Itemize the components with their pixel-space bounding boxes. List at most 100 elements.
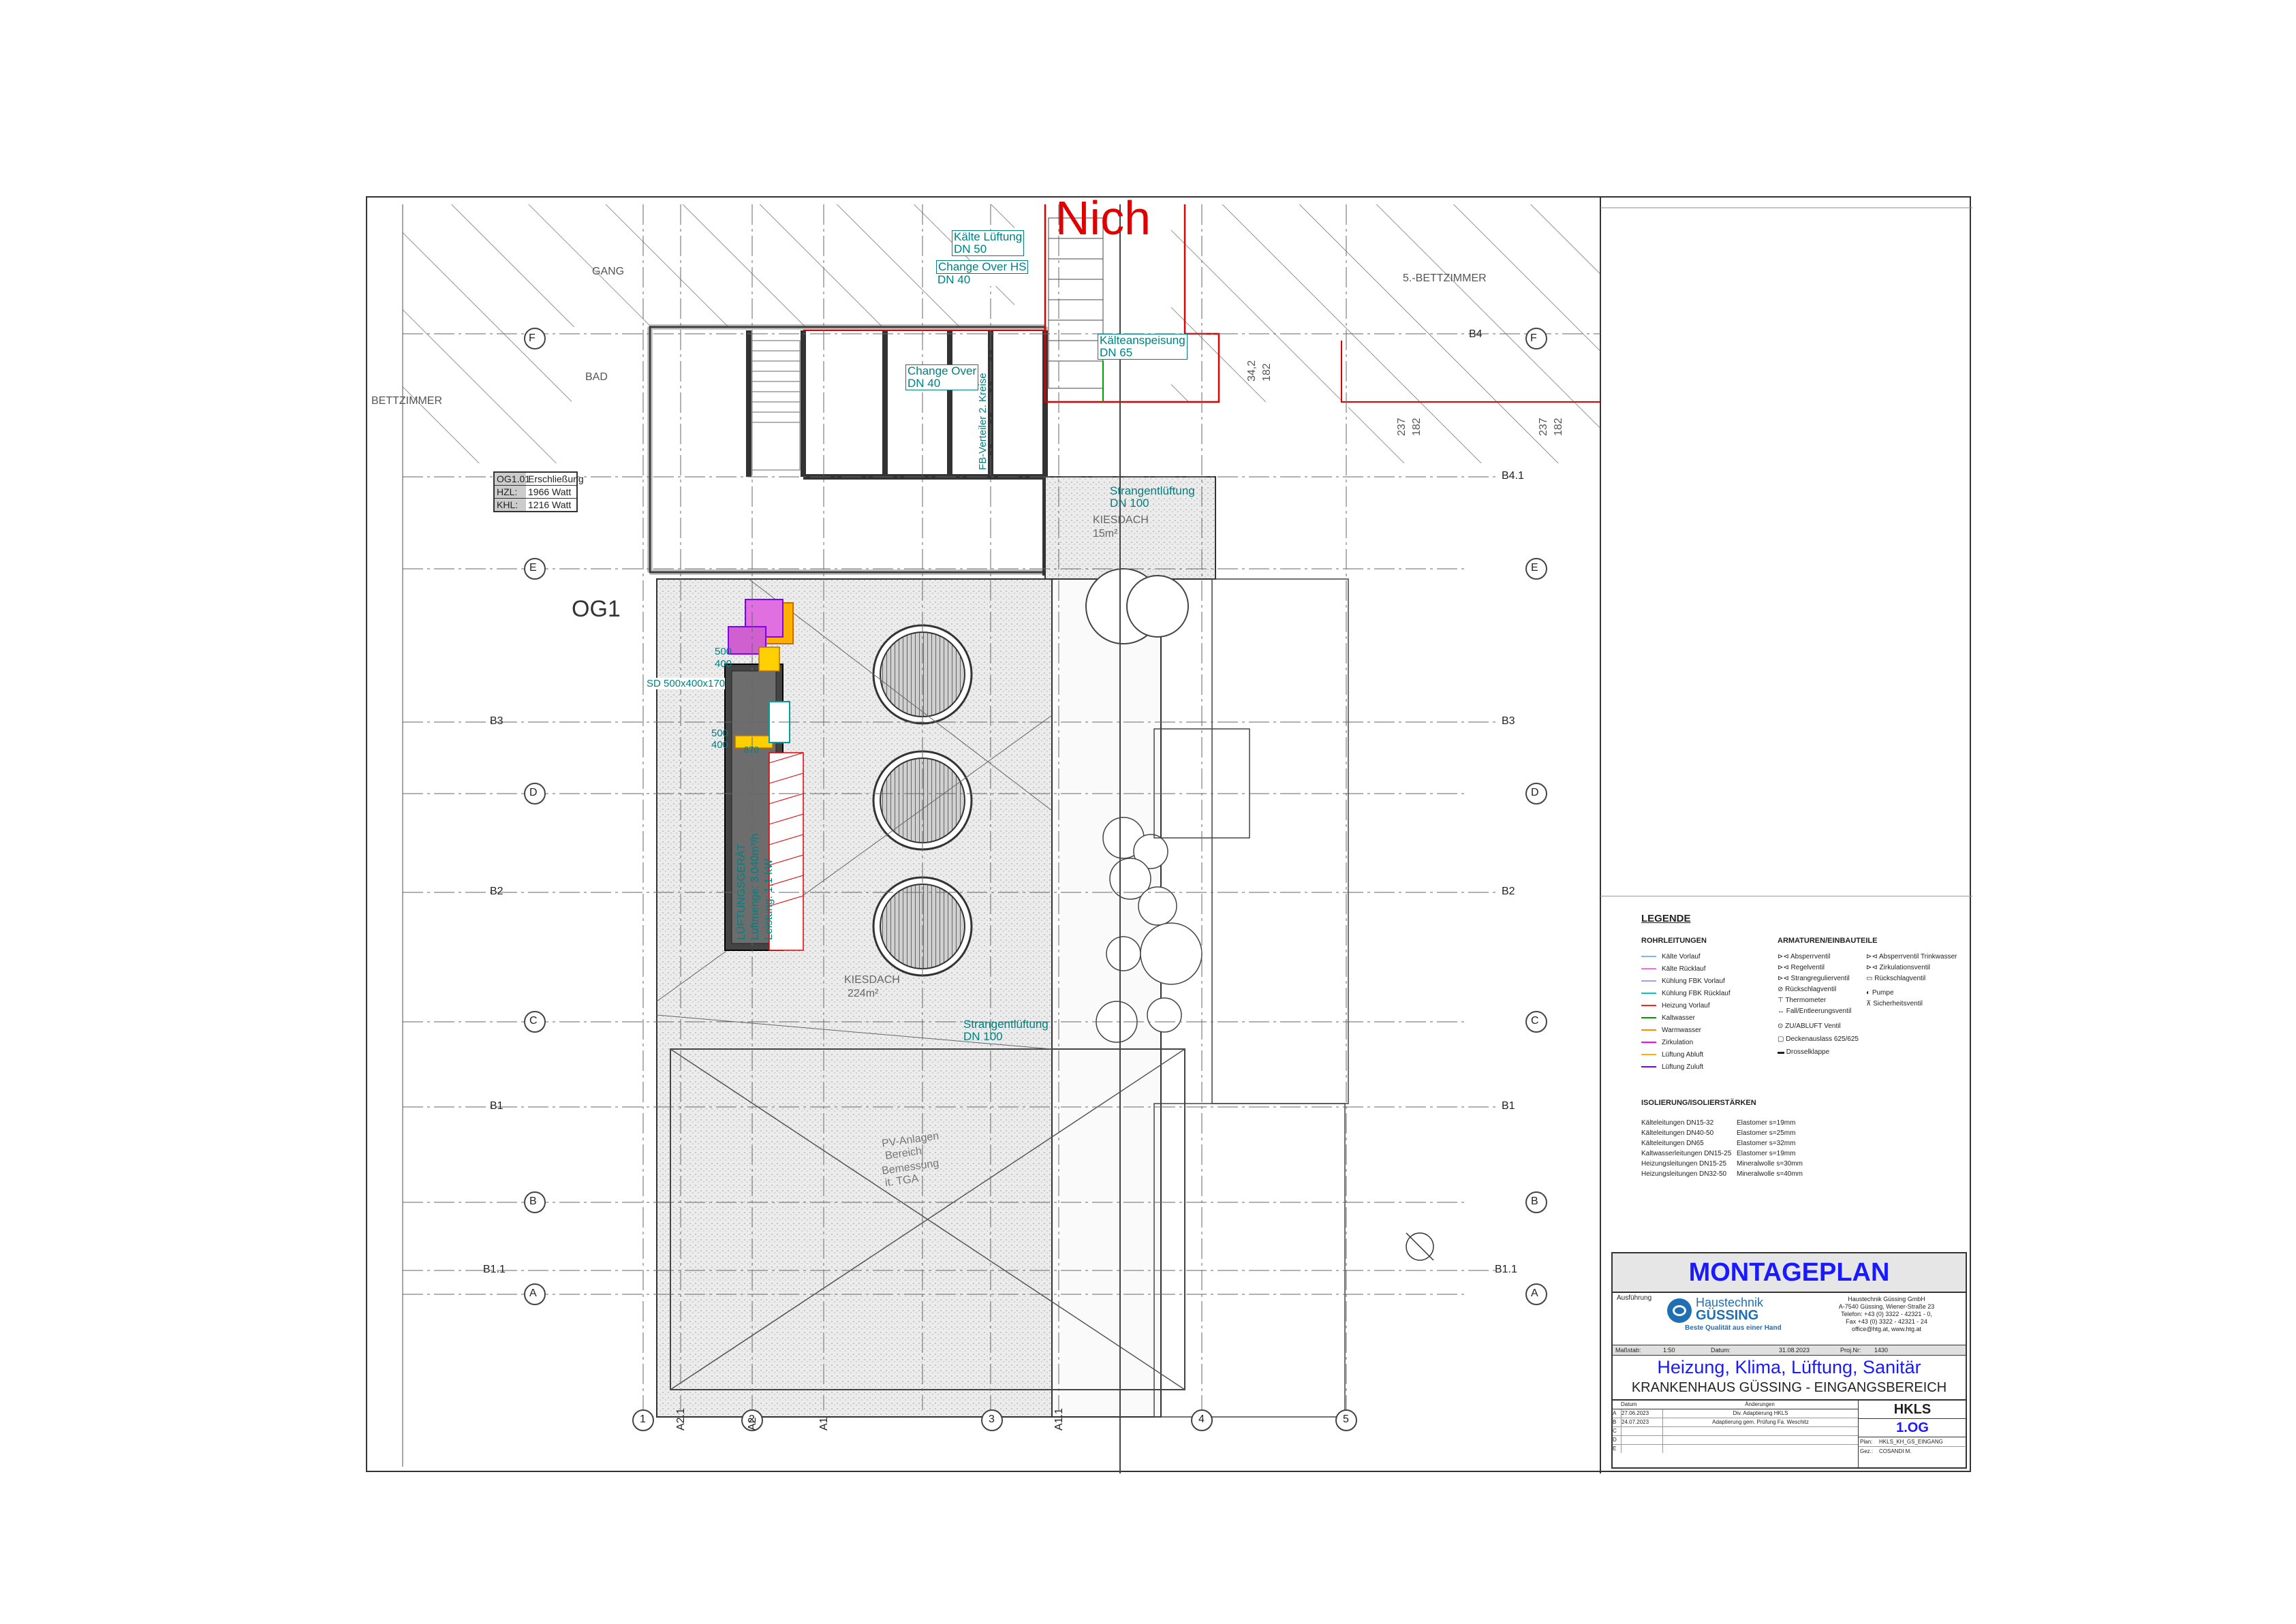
annot-strangentlueftung-2: Strangentlüftung DN 100 <box>963 1018 1049 1043</box>
legend-pipe-label: Kühlung FBK Rücklauf <box>1662 990 1731 997</box>
annot-change-over-hs-line1: Change Over HS <box>936 260 1029 274</box>
legend-pipe-swatch <box>1641 1054 1656 1056</box>
legend-pipe-item: Heizung Vorlauf <box>1641 1002 1778 1010</box>
stairs-top <box>1048 217 1104 389</box>
legend-pipe-label: Lüftung Zuluft <box>1662 1063 1704 1071</box>
company-logo-line1: Haustechnik <box>1696 1296 1764 1309</box>
ventilation-unit-label-3: Leistung: 1,1 kW <box>763 858 775 940</box>
floor-label: OG1 <box>572 596 621 622</box>
red-label-nich: Nich <box>1055 191 1151 245</box>
dim-label-3: 237 <box>1396 418 1408 436</box>
room-label-bettzimmer-left: BETTZIMMER <box>371 395 442 407</box>
grid-row-label-B-left: B <box>529 1196 537 1207</box>
legend-fitting-item: ⊤ Thermometer <box>1778 997 1827 1004</box>
annot-kaelteanspeisung: Kälteanspeisung DN 65 <box>1098 334 1188 360</box>
annot-change-over: Change Over DN 40 <box>905 364 979 390</box>
legend-fitting-item: ⊳⊲ Strangregulierventil <box>1778 975 1850 982</box>
room-info-key-2: HZL: <box>495 486 526 498</box>
grid-col-label-1: 1 <box>640 1414 646 1425</box>
title-trade-box: HKLS 1.OG Plan: HKLS_KH_GS_EINGANG Gez.:… <box>1858 1399 1966 1469</box>
floor-plan-drawing <box>402 198 1972 1473</box>
dim-label-5: 237 <box>1538 418 1549 436</box>
company-address: Haustechnik Güssing GmbH A-7540 Güssing,… <box>1838 1296 1935 1332</box>
legend-fitting-item: ⊼ Sicherheitsventil <box>1866 1000 1923 1008</box>
annot-kaelteanspeisung-line1: Kälteanspeisung <box>1100 334 1185 347</box>
grid-row-label-F-right: F <box>1530 332 1537 344</box>
company-logo-line2: GÜSSING <box>1696 1308 1759 1323</box>
annot-change-over-hs-line2: DN 40 <box>937 273 971 286</box>
legend-title: LEGENDE <box>1641 913 1691 924</box>
grid-row-label-B3-right: B3 <box>1502 715 1515 727</box>
legend-pipe-swatch <box>1641 1017 1656 1019</box>
grid-row-label-C-left: C <box>529 1015 538 1027</box>
room-info-val-2: 1966 Watt <box>528 486 572 497</box>
plan-value: HKLS_KH_GS_EINGANG <box>1879 1439 1943 1445</box>
legend-pipe-label: Kühlung FBK Vorlauf <box>1662 978 1725 985</box>
ventilation-unit <box>724 599 804 951</box>
legend-pipe-item: Lüftung Zuluft <box>1641 1063 1778 1071</box>
room-info-key-1: OG1.01 <box>495 473 530 485</box>
legend-pipe-item: Zirkulation <box>1641 1039 1778 1046</box>
legend-pipe-swatch <box>1641 980 1656 982</box>
room-label-bad: BAD <box>585 371 608 383</box>
legend-pipe-item: Kälte Vorlauf <box>1641 953 1778 961</box>
legend-fitting-item: ⊳⊲ Zirkulationsventil <box>1866 964 1931 971</box>
room-label-gang: GANG <box>592 266 625 277</box>
gez-value: COSANDI M. <box>1879 1448 1912 1454</box>
grid-row-label-B3-left: B3 <box>490 715 503 727</box>
grid-row-label-B2-left: B2 <box>490 886 503 897</box>
grid-row-label-B1-1-right: B1.1 <box>1495 1264 1517 1275</box>
grid-row-label-D-right: D <box>1531 787 1539 798</box>
grid-lines <box>403 204 1600 1473</box>
legend-fitting-item: ⊳⊲ Regelventil <box>1778 964 1825 971</box>
grid-col-label-2: 2 <box>749 1414 755 1425</box>
north-arrow-icon <box>1406 1232 1434 1261</box>
legend-pipe-label: Zirkulation <box>1662 1039 1694 1046</box>
annot-strangentlueftung-1-line1: Strangentlüftung <box>1110 484 1195 497</box>
annot-change-over-line1: Change Over <box>907 364 977 377</box>
legend-pipe-item: Kühlung FBK Vorlauf <box>1641 978 1778 985</box>
legend-pipes-list: Kälte Vorlauf Kälte Rücklauf Kühlung FBK… <box>1641 953 1778 1071</box>
legend-fitting-item: ⊘ Rückschlagventil <box>1778 986 1837 993</box>
legend-pipe-item: Kaltwasser <box>1641 1014 1778 1022</box>
gez-label: Gez.: <box>1860 1448 1874 1454</box>
legend-fitting-item: ▭ Rückschlagventil <box>1866 975 1926 982</box>
legend-pipe-swatch <box>1641 1029 1656 1031</box>
grid-row-label-B-right: B <box>1531 1196 1538 1207</box>
legend-iso-title: ISOLIERUNG/ISOLIERSTÄRKEN <box>1641 1099 1756 1107</box>
annot-kaelte-lueftung: Kälte Lüftung DN 50 <box>952 230 1025 256</box>
legend-pipe-item: Kühlung FBK Rücklauf <box>1641 990 1778 997</box>
title-ausfuehrung-label: Ausführung <box>1617 1294 1652 1302</box>
legend-pipe-swatch <box>1641 968 1656 970</box>
company-logo-icon <box>1667 1298 1692 1323</box>
legend-pipe-label: Kälte Vorlauf <box>1662 953 1701 961</box>
room-info-key-3: KHL: <box>495 499 526 511</box>
annot-kaelte-lueftung-line2: DN 50 <box>954 243 987 255</box>
title-subtitle: Heizung, Klima, Lüftung, Sanitär <box>1657 1357 1921 1377</box>
annot-fb-verteiler: FB-Verteiler 2. Kreise <box>977 373 989 470</box>
room-label-kiesdach-main: KIESDACH <box>844 974 900 986</box>
title-project: KRANKENHAUS GÜSSING - EINGANGSBEREICH <box>1631 1380 1947 1395</box>
annot-change-over-hs: Change Over HS DN 40 <box>936 260 1029 286</box>
grid-row-label-B1-left: B1 <box>490 1100 503 1112</box>
dim-label-1: 34,2 <box>1246 360 1258 381</box>
grid-row-bubbles <box>524 328 1547 1305</box>
legend-pipes-title: ROHRLEITUNGEN <box>1641 937 1707 945</box>
massstab-value: 1:50 <box>1663 1347 1675 1354</box>
rev-col-aenderungen: Änderungen <box>1745 1401 1775 1407</box>
duct-dim-400-b: 400 <box>711 739 729 751</box>
grid-row-label-B1-right: B1 <box>1502 1100 1515 1112</box>
datum-value: 31.08.2023 <box>1779 1347 1810 1354</box>
title-meta-row: Maßstab: 1:50 Datum: 31.08.2023 Proj.Nr:… <box>1613 1345 1966 1356</box>
legend-pipe-item: Kälte Rücklauf <box>1641 965 1778 973</box>
annot-strangentlueftung-2-line1: Strangentlüftung <box>963 1018 1049 1031</box>
duct-dim-400-a: 400 <box>715 658 732 670</box>
legend-pipe-swatch <box>1641 1066 1656 1068</box>
grid-row-label-B4: B4 <box>1469 328 1483 340</box>
duct-dim-500-b: 500 <box>711 728 729 739</box>
